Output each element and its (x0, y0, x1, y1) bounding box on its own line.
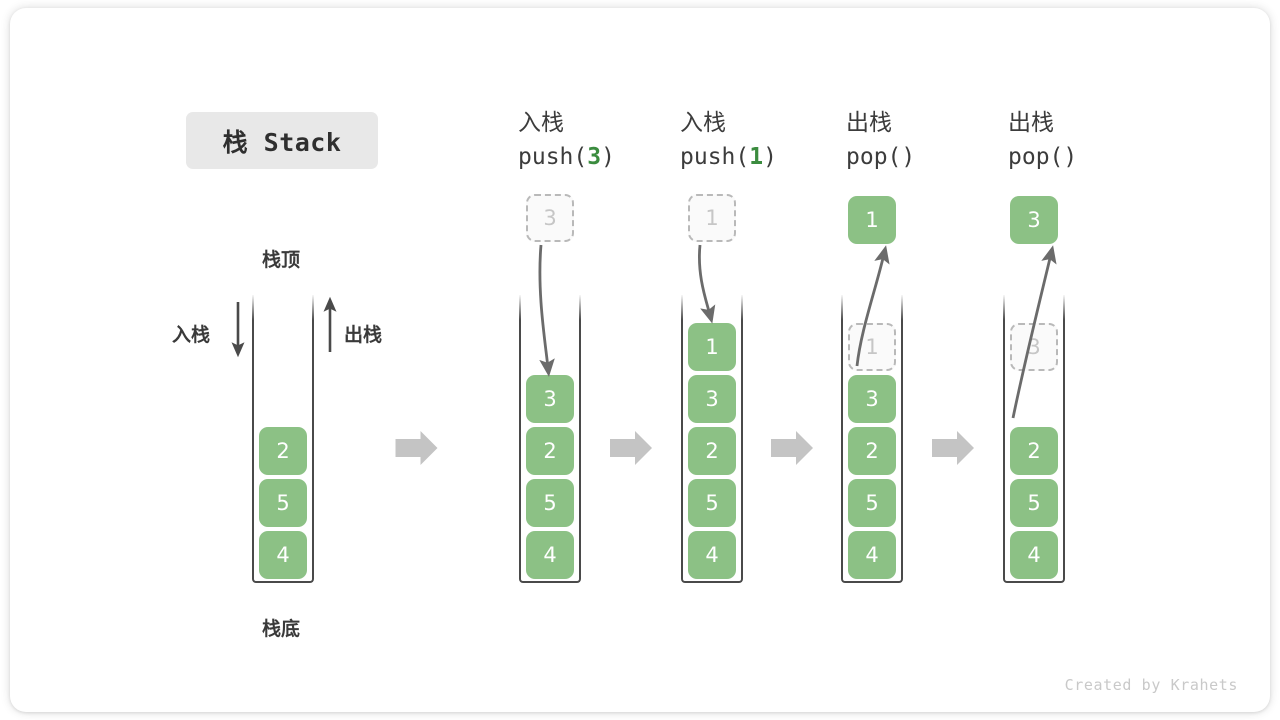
stack-cell: 4 (688, 531, 736, 579)
column-header-cn: 入栈 (518, 110, 564, 136)
column-header-code: pop() (1008, 140, 1188, 174)
diagram-title-chip: 栈 Stack (186, 112, 378, 169)
column-header-push-1: 入栈 push(1) (680, 106, 860, 174)
vacated-slot-ghost: 3 (1010, 323, 1058, 371)
footer-credit: Created by Krahets (1064, 676, 1238, 694)
popped-element: 3 (1010, 196, 1058, 244)
stack-cell: 1 (688, 323, 736, 371)
code-fn: pop( (1008, 144, 1064, 170)
label-push-side: 入栈 (172, 324, 211, 346)
stack-cell: 5 (1010, 479, 1058, 527)
popped-element: 1 (848, 196, 896, 244)
stack-container-push-1 (681, 294, 743, 583)
stack-cell: 5 (259, 479, 307, 527)
stack-cell: 2 (688, 427, 736, 475)
stack-cell: 2 (259, 427, 307, 475)
stack-cell: 2 (848, 427, 896, 475)
label-stack-bottom: 栈底 (262, 618, 301, 640)
code-fn: pop( (846, 144, 902, 170)
stack-cell: 4 (259, 531, 307, 579)
label-pop-side: 出栈 (344, 324, 383, 346)
column-header-code: pop() (846, 140, 1026, 174)
column-header-pop-1: 出栈 pop() (846, 106, 1026, 174)
stack-cell: 3 (848, 375, 896, 423)
stack-cell: 3 (526, 375, 574, 423)
code-tail: ) (1063, 144, 1078, 170)
code-fn: push( (680, 144, 750, 170)
column-header-code: push(1) (680, 140, 860, 174)
code-arg: 3 (587, 144, 602, 170)
incoming-element-ghost: 3 (526, 194, 574, 242)
column-header-push-3: 入栈 push(3) (518, 106, 698, 174)
incoming-element-ghost: 1 (688, 194, 736, 242)
stack-container-pop-2 (1003, 294, 1065, 583)
stack-cell: 5 (526, 479, 574, 527)
column-header-pop-2: 出栈 pop() (1008, 106, 1188, 174)
stack-container-pop-1 (841, 294, 903, 583)
stack-container-initial (252, 294, 314, 583)
stack-cell: 4 (1010, 531, 1058, 579)
column-header-cn: 出栈 (1008, 110, 1054, 136)
stack-cell: 3 (688, 375, 736, 423)
stack-container-push-3 (519, 294, 581, 583)
label-stack-top: 栈顶 (262, 249, 301, 271)
column-header-code: push(3) (518, 140, 698, 174)
stack-cell: 2 (526, 427, 574, 475)
code-tail: ) (763, 144, 777, 170)
code-tail: ) (901, 144, 916, 170)
column-header-cn: 出栈 (846, 110, 892, 136)
stack-cell: 4 (526, 531, 574, 579)
vacated-slot-ghost: 1 (848, 323, 896, 371)
stack-cell: 5 (848, 479, 896, 527)
code-tail: ) (601, 144, 615, 170)
code-fn: push( (518, 144, 588, 170)
stack-cell: 5 (688, 479, 736, 527)
stack-cell: 2 (1010, 427, 1058, 475)
stack-cell: 4 (848, 531, 896, 579)
code-arg: 1 (749, 144, 764, 170)
column-header-cn: 入栈 (680, 110, 726, 136)
